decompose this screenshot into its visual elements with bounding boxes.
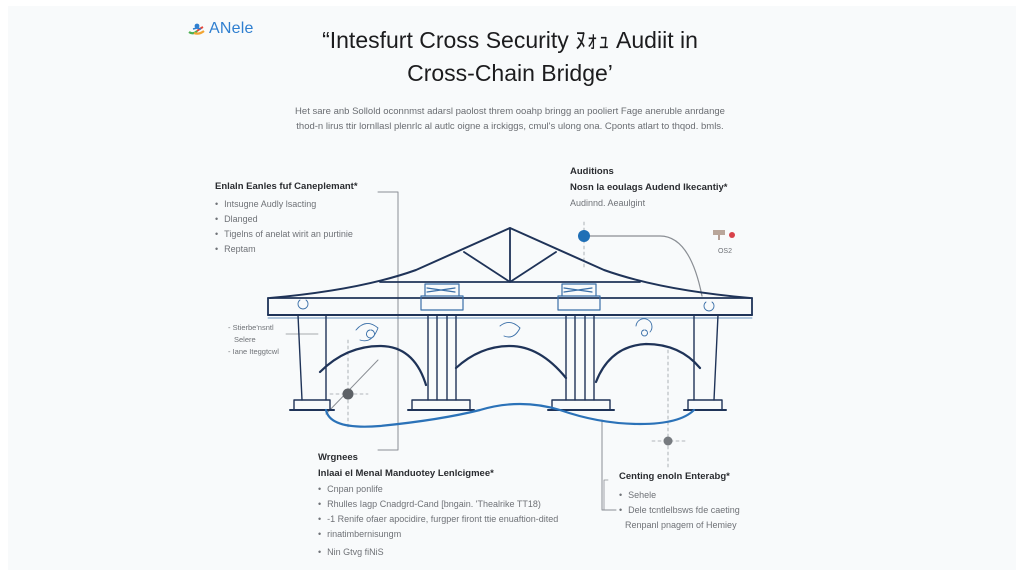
right-annotation-block: Auditions Nosn la eoulags Audend Ikecant… (570, 166, 728, 208)
tower-left (420, 283, 464, 311)
bottom-right-continuation: Renpanl pnagem of Hemiey (625, 520, 737, 530)
bottom-left-item: rinatimbernisungm (318, 527, 558, 542)
bottom-right-annotation-block: Centing enoln Enterabg* Sehele Dele tcnt… (619, 471, 740, 532)
guide-diagonal-left (325, 359, 379, 415)
diagram-card (8, 6, 1016, 570)
intro-line-2: thod-n lirus ttir lornllasl plenrlc al a… (296, 121, 724, 132)
bottom-left-list: Cnpan ponlife Rhulles Iagp Cnadgrd-Cand … (318, 482, 558, 560)
left-annotation-block: Enlaln Eanles fuf Caneplemant* Intsugne … (215, 181, 358, 257)
page-title-line-2: Cross-Chain Bridge’ (407, 60, 613, 86)
marker-grey-left (342, 388, 354, 400)
audit-badge: OS2 (712, 228, 738, 258)
right-block-caption: Audinnd. Aeaulgint (570, 198, 646, 208)
brand-name: ANele (209, 20, 254, 37)
audit-badge-label: OS2 (717, 248, 732, 255)
arch-left (318, 344, 428, 387)
bottom-left-label: Wrgnees (318, 452, 358, 463)
bridge-line (561, 283, 597, 297)
pier-right (547, 314, 615, 411)
bottom-left-annotation-block: Wrgnees Inlaai el Menal Manduotey Lenlci… (318, 452, 558, 560)
page-title: “Intesfurt Cross Security ﾇｫｭ Audiit in … (270, 24, 750, 90)
audit-stamp-icon (713, 230, 735, 240)
bridge-line (411, 399, 471, 411)
bottom-right-list: Sehele Dele tcntlelbsws fde caeting (619, 488, 740, 518)
bridge-line (557, 295, 601, 311)
intro-line-1: Het sare anb Sollold oconnmst adarsl pao… (295, 106, 725, 117)
left-note-item: - Iane Iteggtcwl (228, 347, 279, 356)
brand-logo: ANele (188, 20, 254, 38)
left-block-item: Intsugne Audly lsacting (215, 197, 358, 212)
bottom-left-item: Rhulles Iagp Cnadgrd-Cand [bngain. 'Thea… (318, 497, 558, 512)
pier-left (407, 314, 475, 411)
left-block-title: Enlaln Eanles fuf Caneplemant* (215, 181, 358, 192)
left-block-item: Dlanged (215, 212, 358, 227)
ornament-scrolls (297, 299, 715, 342)
leader-line-right-block (583, 235, 703, 297)
bridge-line (635, 318, 653, 337)
left-block-item: Tigelns of anelat wirit an purtinie (215, 227, 358, 242)
bridge-line (267, 191, 753, 511)
marker-blue-top (578, 230, 590, 242)
page-title-line-1: “Intesfurt Cross Security ﾇｫｭ Audiit in (322, 27, 698, 53)
bridge-line (687, 399, 723, 411)
bridge-line (565, 314, 595, 401)
right-block-title: Auditions (570, 166, 614, 177)
bridge-line (293, 399, 331, 411)
intro-paragraph: Het sare anb Sollold oconnmst adarsl pao… (250, 104, 770, 134)
truss-web (463, 227, 557, 283)
bottom-right-title: Centing enoln Enterabg* (619, 471, 730, 482)
bottom-right-item: Dele tcntlelbsws fde caeting (619, 503, 740, 518)
arch-right (594, 342, 702, 384)
bridge-line (424, 283, 460, 297)
pier-far-left (289, 314, 335, 411)
bridge-line (297, 314, 327, 401)
leader-line-bottom-right (601, 419, 617, 511)
leader-line-bottom-right-2 (603, 479, 609, 511)
left-block-item: Reptam (215, 242, 358, 257)
multicolor-hands-logo-icon (188, 23, 205, 35)
tower-right (557, 283, 601, 311)
right-block-subtitle: Nosn la eoulags Audend Ikecantiy* (570, 182, 728, 193)
bridge-line (297, 299, 715, 312)
bridge-line (355, 323, 379, 342)
bridge-line (499, 322, 521, 338)
arch-middle (454, 344, 568, 380)
bridge-line (427, 314, 457, 401)
bottom-left-title: Inlaai el Menal Manduotey Lenlcigmee* (318, 468, 494, 479)
marker-grey-right (663, 436, 673, 446)
bridge-line (267, 297, 753, 316)
bridge-line (551, 399, 611, 411)
left-note-item: Selere (234, 335, 256, 344)
bottom-left-item: Cnpan ponlife (318, 482, 558, 497)
left-side-note: - Stierbe'nsntl Selere - Iane Iteggtcwl (228, 322, 279, 358)
water-line (324, 402, 696, 428)
leader-line-left-block (377, 191, 399, 451)
bridge-line (420, 295, 464, 311)
left-block-list: Intsugne Audly lsacting Dlanged Tigelns … (215, 197, 358, 257)
bottom-left-item: Nin Gtvg fiNiS (318, 545, 558, 560)
bottom-right-item: Sehele (619, 488, 740, 503)
left-note-item: - Stierbe'nsntl (228, 323, 274, 332)
bottom-left-item: -1 Renife ofaer apocidire, furgper firon… (318, 512, 558, 527)
bridge-line (693, 314, 719, 401)
pier-far-right (683, 314, 727, 411)
